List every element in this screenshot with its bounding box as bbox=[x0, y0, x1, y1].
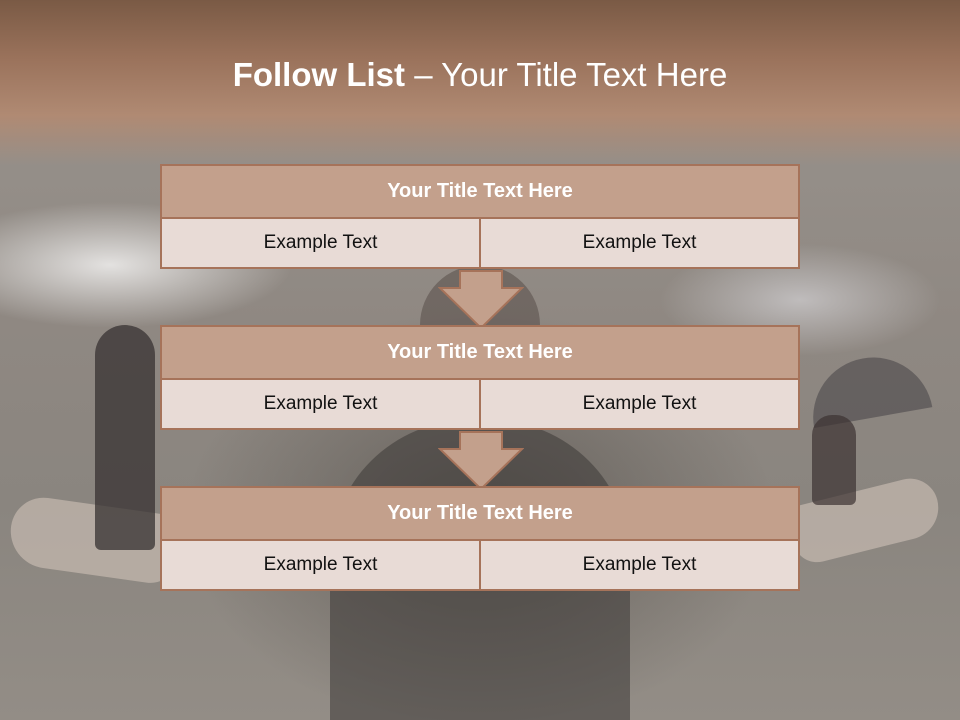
title-bold: Follow List bbox=[232, 56, 406, 93]
block-title: Your Title Text Here bbox=[160, 164, 800, 219]
block-title: Your Title Text Here bbox=[160, 486, 800, 541]
header-band bbox=[0, 0, 960, 165]
list-block-3: Your Title Text Here Example Text Exampl… bbox=[160, 486, 800, 591]
list-block-2: Your Title Text Here Example Text Exampl… bbox=[160, 325, 800, 430]
block-body: Example Text Example Text bbox=[160, 541, 800, 591]
block-cell-right: Example Text bbox=[479, 380, 800, 430]
block-title: Your Title Text Here bbox=[160, 325, 800, 380]
list-block-1: Your Title Text Here Example Text Exampl… bbox=[160, 164, 800, 269]
small-man-figure bbox=[95, 325, 155, 550]
down-arrow-icon bbox=[438, 431, 524, 491]
title-separator: – bbox=[414, 56, 433, 93]
slide-title: Follow List – Your Title Text Here bbox=[0, 56, 960, 94]
block-cell-left: Example Text bbox=[160, 219, 481, 269]
right-hand-image bbox=[784, 472, 946, 568]
block-cell-right: Example Text bbox=[479, 541, 800, 591]
down-arrow-icon bbox=[438, 270, 524, 330]
block-cell-left: Example Text bbox=[160, 380, 481, 430]
block-cell-left: Example Text bbox=[160, 541, 481, 591]
small-man-umbrella-figure bbox=[812, 415, 856, 505]
block-body: Example Text Example Text bbox=[160, 219, 800, 269]
block-body: Example Text Example Text bbox=[160, 380, 800, 430]
title-rest: Your Title Text Here bbox=[441, 56, 728, 93]
block-cell-right: Example Text bbox=[479, 219, 800, 269]
